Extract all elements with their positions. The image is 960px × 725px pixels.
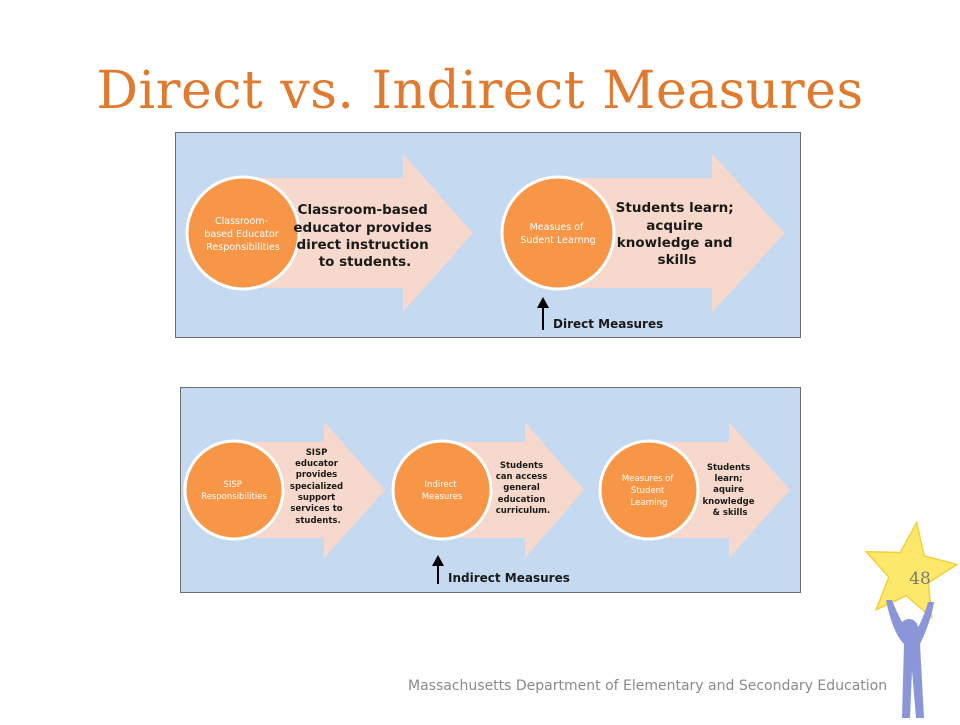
pointer-label: Direct Measures [553, 317, 663, 331]
arrow-1-line-1: SISP [306, 448, 328, 458]
circle-2-line-2: Sudent Learnng [520, 235, 595, 246]
arrow-2 [558, 154, 785, 312]
person-figure-icon [886, 600, 934, 718]
arrow-1-line-2: educator [295, 459, 339, 469]
arrow-3-line-3: aquire [713, 485, 744, 495]
svg-text:Indirect Measures: Indirect Measures [422, 480, 463, 502]
arrow-1-line-1: Classroom-based [298, 202, 428, 218]
svg-text:Students learn; acquire: Students learn; acquire knowledge and sk… [616, 200, 739, 268]
arrow-2-line-2: can access [496, 472, 547, 482]
circle-3-line-2: Student [631, 486, 665, 496]
arrow-3-line-1: Students [707, 463, 750, 473]
circle-1-line-2: Responsibilities [201, 492, 267, 502]
circle-2-line-1: Measues of [530, 222, 584, 233]
arrow-1-line-7: students. [295, 516, 340, 526]
circle-1 [185, 175, 301, 291]
circle-2 [391, 439, 493, 541]
pointer-arrowhead [432, 555, 444, 566]
arrow-2-line-3: knowledge and [617, 235, 733, 251]
arrow-2-line-1: Students [500, 461, 543, 471]
svg-text:Measues of Sudent Learnn: Measues of Sudent Learnng [520, 222, 595, 246]
svg-text:SISP Responsibilities: SISP Responsibilities [201, 480, 267, 502]
circle-1-line-1: Classroom- [215, 216, 268, 227]
arrow-3-line-2: learn; [714, 474, 742, 484]
footer-text: Massachusetts Department of Elementary a… [408, 678, 888, 694]
arrow-1-line-4: to students. [319, 254, 412, 270]
arrow-1 [234, 422, 385, 558]
arrow-1-line-3: direct instruction [297, 237, 429, 253]
arrow-3-line-5: & skills [713, 508, 748, 518]
svg-text:Students learn; aq: Students learn; aquire knowledge & skill… [703, 463, 758, 518]
circle-2-line-1: Indirect [425, 480, 458, 490]
page-title: Direct vs. Indirect Measures [96, 61, 864, 121]
star-mascot: 48 [862, 520, 960, 725]
circle-3 [598, 439, 700, 541]
circle-3-line-1: Measures of [622, 474, 674, 484]
pointer-arrowhead [537, 297, 549, 308]
arrow-1-line-6: services to [290, 504, 342, 514]
arrow-2-line-4: skills [658, 252, 697, 268]
arrow-1-line-5: support [298, 493, 335, 503]
arrow-2-line-2: acquire [646, 218, 703, 234]
svg-text:Measures of Student: Measures of Student Learning [622, 474, 676, 508]
svg-text:Classroom-based educator: Classroom-based educator provides direct… [293, 202, 436, 270]
indirect-measures-diagram: SISP Responsibilities SISP educator prov… [180, 387, 801, 593]
direct-measures-diagram: Classroom- based Educator Responsibiliti… [175, 132, 801, 338]
svg-text:SISP educator prov: SISP educator provides specialized suppo… [290, 448, 346, 526]
arrow-3-line-4: knowledge [703, 497, 755, 507]
slide-number: 48 [909, 569, 931, 589]
svg-text:Students can access: Students can access general education cu… [496, 461, 551, 516]
arrow-2-line-5: curriculum. [496, 506, 551, 516]
arrow-2-line-4: education [498, 495, 546, 505]
pointer-label: Indirect Measures [448, 571, 570, 585]
arrow-2-line-3: general [503, 483, 540, 493]
svg-text:Classroom- based Educato: Classroom- based Educator Responsibiliti… [204, 216, 281, 253]
circle-1-line-3: Responsibilities [206, 242, 280, 253]
circle-3-line-3: Learning [631, 498, 668, 508]
arrow-1-line-4: specialized [290, 482, 343, 492]
circle-1-line-2: based Educator [204, 229, 278, 240]
circle-1 [183, 439, 285, 541]
circle-2-line-2: Measures [422, 492, 463, 502]
circle-2 [500, 175, 616, 291]
circle-1-line-1: SISP [223, 480, 241, 490]
star-icon [864, 520, 960, 620]
arrow-2-line-1: Students learn; [616, 200, 734, 216]
arrow-1-line-2: educator provides [293, 220, 432, 236]
arrow-1 [243, 154, 473, 312]
arrow-1-line-3: provides [296, 470, 337, 480]
